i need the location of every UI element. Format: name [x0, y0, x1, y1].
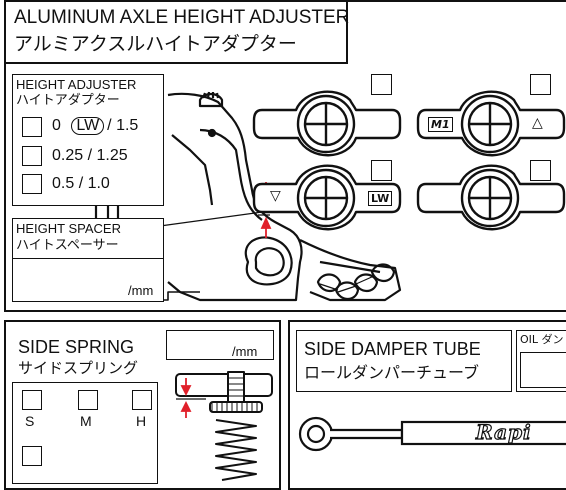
mark-triangle-up: △ [532, 115, 543, 131]
spring-collar [209, 401, 263, 413]
damper-body [400, 420, 566, 446]
spring-length-input[interactable] [166, 330, 274, 360]
mark-triangle-down: ▽ [270, 188, 281, 204]
adjuster-option-2-label: 0.5 / 1.0 [52, 175, 110, 192]
damper-brand: Rapi [475, 420, 532, 444]
adjuster-icon-br [416, 164, 566, 231]
knuckle-hole [207, 128, 217, 138]
side-spring-title-en: SIDE SPRING [18, 337, 135, 357]
spacer-stem [94, 205, 120, 220]
adjuster-option-0-checkbox[interactable] [22, 117, 42, 137]
adjuster-option-0-label: 0 LW/ 1.5 [52, 117, 139, 135]
knuckle-inner2 [171, 134, 214, 206]
oil-input[interactable] [520, 352, 566, 388]
title-box [4, 0, 348, 64]
spring-m-checkbox[interactable] [78, 390, 98, 410]
adjuster-option-2-checkbox[interactable] [22, 174, 42, 194]
damper-title-jp: ロールダンパーチューブ [304, 363, 480, 382]
mark-lw: LW [368, 191, 393, 206]
height-adjuster-title-en: HEIGHT ADJUSTER [16, 77, 137, 92]
lw-badge: LW [71, 117, 105, 135]
adjuster-option-1-checkbox[interactable] [22, 146, 42, 166]
damper-title-box [296, 330, 512, 392]
oil-label: OIL ダン [520, 333, 564, 346]
title-en: ALUMINUM AXLE HEIGHT ADJUSTER [14, 7, 350, 28]
spring-drawing [175, 371, 273, 481]
ball-loop [244, 236, 293, 286]
leader-line [159, 211, 263, 227]
spring-unit: /mm [232, 344, 258, 359]
adjuster-icon-tr [416, 90, 566, 157]
height-spacer-unit: /mm [128, 283, 154, 298]
adjuster-icon-tl [252, 90, 402, 157]
damper-eyelet-inner [306, 424, 326, 444]
spring-m-label: M [80, 413, 92, 429]
title-jp: アルミアクスルハイトアダプター [14, 33, 297, 55]
pivot-balls [316, 263, 396, 301]
adjuster-icon-tl-checkbox[interactable] [371, 74, 392, 95]
spring-height-arrow [180, 378, 192, 418]
adjuster-icons [252, 90, 566, 231]
mark-m1: M1 [428, 117, 453, 132]
height-spacer-title-jp: ハイトスペーサー [16, 238, 119, 253]
adjuster-icon-tr-checkbox[interactable] [530, 74, 551, 95]
height-spacer-title-en: HEIGHT SPACER [16, 221, 121, 236]
damper-rod [330, 428, 404, 440]
damper-title-en: SIDE DAMPER TUBE [304, 339, 481, 359]
adjuster-icon-bl [252, 164, 402, 231]
spring-cap [175, 373, 273, 397]
adjuster-option-1-label: 0.25 / 1.25 [52, 147, 128, 164]
spring-s-checkbox[interactable] [22, 390, 42, 410]
spring-s-label: S [25, 413, 35, 429]
height-adjuster-title-jp: ハイトアダプター [16, 93, 120, 108]
spring-h-label: H [136, 413, 147, 429]
adjuster-icon-bl-checkbox[interactable] [371, 160, 392, 181]
adjuster-icon-br-checkbox[interactable] [530, 160, 551, 181]
height-spacer-input[interactable] [12, 258, 164, 302]
spring-h-checkbox[interactable] [132, 390, 152, 410]
spring-extra-checkbox[interactable] [22, 446, 42, 466]
spring-coil [215, 419, 257, 481]
lower-arm [299, 239, 402, 302]
side-spring-title-jp: サイドスプリング [18, 359, 139, 377]
